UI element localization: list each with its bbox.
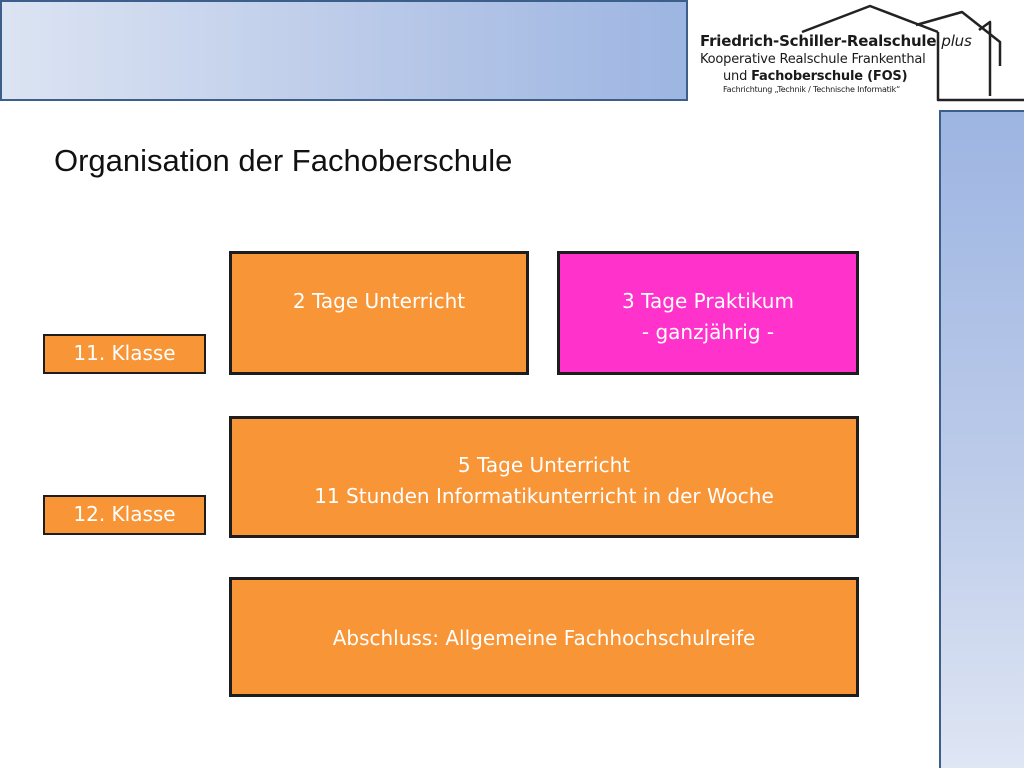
grade-11-label: 11. Klasse <box>43 334 206 374</box>
logo-name-main: Friedrich-Schiller-Realschule <box>700 32 937 50</box>
page-title: Organisation der Fachoberschule <box>54 143 513 178</box>
box-abschluss: Abschluss: Allgemeine Fachhochschulreife <box>229 577 859 697</box>
logo-fos-line: und Fachoberschule (FOS) <box>723 69 908 84</box>
box-unterricht-12: 5 Tage Unterricht 11 Stunden Informatiku… <box>229 416 859 538</box>
box-unterricht-11: 2 Tage Unterricht <box>229 251 529 375</box>
logo-subtitle: Kooperative Realschule Frankenthal <box>700 52 926 67</box>
logo-fos-prefix: und <box>723 69 748 84</box>
box-unterricht-11-text: 2 Tage Unterricht <box>292 289 466 313</box>
logo-fachrichtung: Fachrichtung „Technik / Technische Infor… <box>723 85 901 94</box>
grade-12-label: 12. Klasse <box>43 495 206 535</box>
box-praktikum-line2: - ganzjährig - <box>641 320 775 344</box>
house-roof-icon <box>801 4 1024 102</box>
box-praktikum: 3 Tage Praktikum - ganzjährig - <box>557 251 859 375</box>
logo-fos-bold: Fachoberschule (FOS) <box>751 69 908 84</box>
logo-school-name: Friedrich-Schiller-Realschule plus <box>700 32 972 50</box>
box-unterricht-12-line1: 5 Tage Unterricht <box>457 453 631 477</box>
box-praktikum-line1: 3 Tage Praktikum <box>622 289 794 313</box>
school-logo: Friedrich-Schiller-Realschule plus Koope… <box>690 0 1024 106</box>
header-band <box>0 0 688 101</box>
side-band <box>939 110 1024 768</box>
box-unterricht-12-line2: 11 Stunden Informatikunterricht in der W… <box>314 484 774 508</box>
box-abschluss-text: Abschluss: Allgemeine Fachhochschulreife <box>332 626 756 650</box>
logo-name-suffix: plus <box>941 32 972 50</box>
